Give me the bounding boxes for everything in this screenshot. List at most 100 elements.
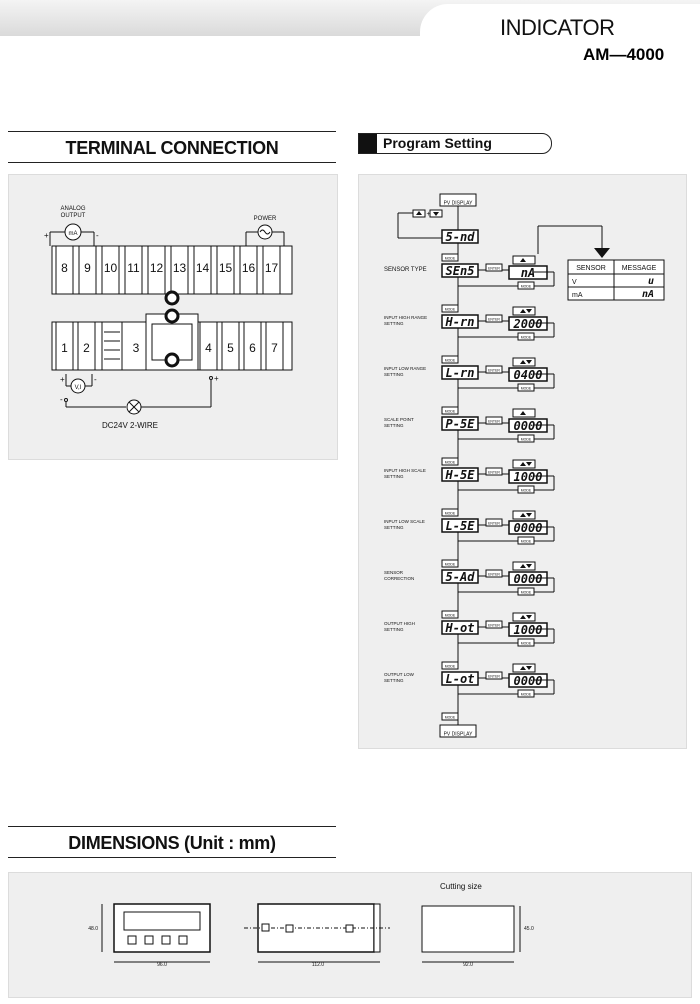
mode-key-label: MODE bbox=[445, 614, 456, 618]
up-arrow-icon bbox=[520, 666, 526, 670]
terminal-slot bbox=[262, 245, 281, 295]
screw-terminal bbox=[164, 290, 180, 306]
mode-key-label: MODE bbox=[521, 387, 532, 391]
down-arrow-icon bbox=[526, 513, 532, 517]
enter-key bbox=[485, 518, 503, 527]
step-label: INPUT LOW SCALE bbox=[384, 519, 425, 524]
step-value-display-value: 0000 bbox=[514, 572, 543, 586]
step-label: CORRECTION bbox=[384, 576, 414, 581]
step-label: INPUT HIGH RANGE bbox=[384, 315, 427, 320]
enter-key-label: ENTER bbox=[488, 624, 500, 628]
terminal-slot bbox=[199, 321, 218, 371]
wire-terminal bbox=[209, 376, 213, 380]
program-setting-header: Program Setting bbox=[358, 133, 552, 154]
terminal-slot bbox=[193, 245, 212, 295]
step-code-display-value: H-5E bbox=[445, 468, 476, 482]
display-window bbox=[123, 911, 201, 931]
program-setting-title: Program Setting bbox=[383, 135, 492, 151]
down-arrow-icon bbox=[526, 615, 532, 619]
pv-display-box bbox=[439, 724, 477, 738]
mode-key bbox=[441, 457, 459, 466]
cutting-size-label: Cutting size bbox=[440, 882, 482, 891]
step-label: OUTPUT LOW bbox=[384, 672, 415, 677]
down-arrow-icon bbox=[526, 360, 532, 364]
mode-key-label: MODE bbox=[521, 336, 532, 340]
menu-entry-display-frame bbox=[441, 229, 479, 244]
table-cell-sensor: V bbox=[572, 279, 577, 286]
terminal-number: 14 bbox=[196, 261, 210, 275]
front-button bbox=[178, 935, 188, 945]
terminal-number: 16 bbox=[242, 261, 256, 275]
front-button bbox=[127, 935, 137, 945]
cut-height-dim: 45.0 bbox=[524, 926, 534, 932]
mode-key bbox=[441, 304, 459, 313]
front-button bbox=[161, 935, 171, 945]
header-block bbox=[359, 134, 377, 153]
terminal-number: 13 bbox=[173, 261, 187, 275]
terminal-number: 1 bbox=[61, 341, 68, 355]
terminal-slot bbox=[55, 245, 74, 295]
table-cell-message: nA bbox=[642, 289, 654, 300]
terminal-slot bbox=[243, 321, 262, 371]
mode-key bbox=[441, 661, 459, 670]
terminal-number: 4 bbox=[205, 341, 212, 355]
step-label: SETTING bbox=[384, 678, 404, 683]
enter-key bbox=[485, 671, 503, 680]
terminal-slot bbox=[265, 321, 284, 371]
enter-key-label: ENTER bbox=[488, 369, 500, 373]
step-label: INPUT LOW RANGE bbox=[384, 366, 426, 371]
step-value-display-value: 0000 bbox=[514, 521, 543, 535]
step-label: SETTING bbox=[384, 372, 404, 377]
enter-key-label: ENTER bbox=[488, 522, 500, 526]
step-value-display-value: nA bbox=[521, 266, 535, 280]
step-label: SETTING bbox=[384, 525, 404, 530]
sensor-table bbox=[567, 259, 665, 301]
step-label: SETTING bbox=[384, 474, 404, 479]
terminal-slot bbox=[101, 245, 120, 295]
mode-key bbox=[441, 355, 459, 364]
enter-key bbox=[485, 569, 503, 578]
enter-key bbox=[485, 314, 503, 323]
step-code-display-value: H-rn bbox=[445, 315, 475, 329]
step-label: SENSOR TYPE bbox=[384, 267, 427, 273]
front-width-dim: 96.0 bbox=[157, 962, 167, 968]
terminal-slot bbox=[239, 245, 258, 295]
down-arrow-icon bbox=[526, 462, 532, 466]
step-code-display-value: 5-Ad bbox=[446, 570, 476, 584]
front-height-dim: 48.0 bbox=[88, 926, 98, 932]
enter-key-label: ENTER bbox=[488, 267, 500, 271]
table-cell-sensor: mA bbox=[572, 292, 583, 299]
section-rule bbox=[8, 857, 336, 858]
section-rule bbox=[8, 162, 336, 163]
mode-key bbox=[441, 610, 459, 619]
down-arrow-icon bbox=[526, 309, 532, 313]
terminal-slot bbox=[78, 245, 97, 295]
terminal-slot bbox=[147, 245, 166, 295]
ac-wave-icon bbox=[259, 229, 271, 235]
mode-key-label: MODE bbox=[521, 285, 532, 289]
screw-terminal bbox=[164, 352, 180, 368]
up-arrow-icon bbox=[416, 211, 422, 215]
terminal-section-title: TERMINAL CONNECTION bbox=[65, 138, 279, 158]
terminal-number: 8 bbox=[61, 261, 68, 275]
dc-2wire-label: DC24V 2-WIRE bbox=[102, 421, 158, 430]
mode-key-label: MODE bbox=[445, 716, 456, 720]
step-label: SCALE POINT bbox=[384, 417, 414, 422]
mode-key bbox=[441, 406, 459, 415]
mode-key-label: MODE bbox=[445, 665, 456, 669]
terminal-number: 9 bbox=[84, 261, 91, 275]
mode-key bbox=[441, 559, 459, 568]
step-value-display-value: 1000 bbox=[514, 623, 543, 637]
step-label: SETTING bbox=[384, 321, 404, 326]
step-value-display-value: 0000 bbox=[514, 674, 543, 688]
minus-sign: - bbox=[96, 231, 99, 240]
mode-key bbox=[441, 508, 459, 517]
plus-sign: + bbox=[60, 375, 65, 384]
mode-key-label: MODE bbox=[445, 563, 456, 567]
plus-sign: + bbox=[44, 231, 49, 240]
step-label: OUTPUT HIGH bbox=[384, 621, 415, 626]
step-value-display-value: 1000 bbox=[514, 470, 543, 484]
plus-sign: + bbox=[214, 374, 219, 383]
enter-key-label: ENTER bbox=[488, 675, 500, 679]
terminal-slot bbox=[221, 321, 240, 371]
